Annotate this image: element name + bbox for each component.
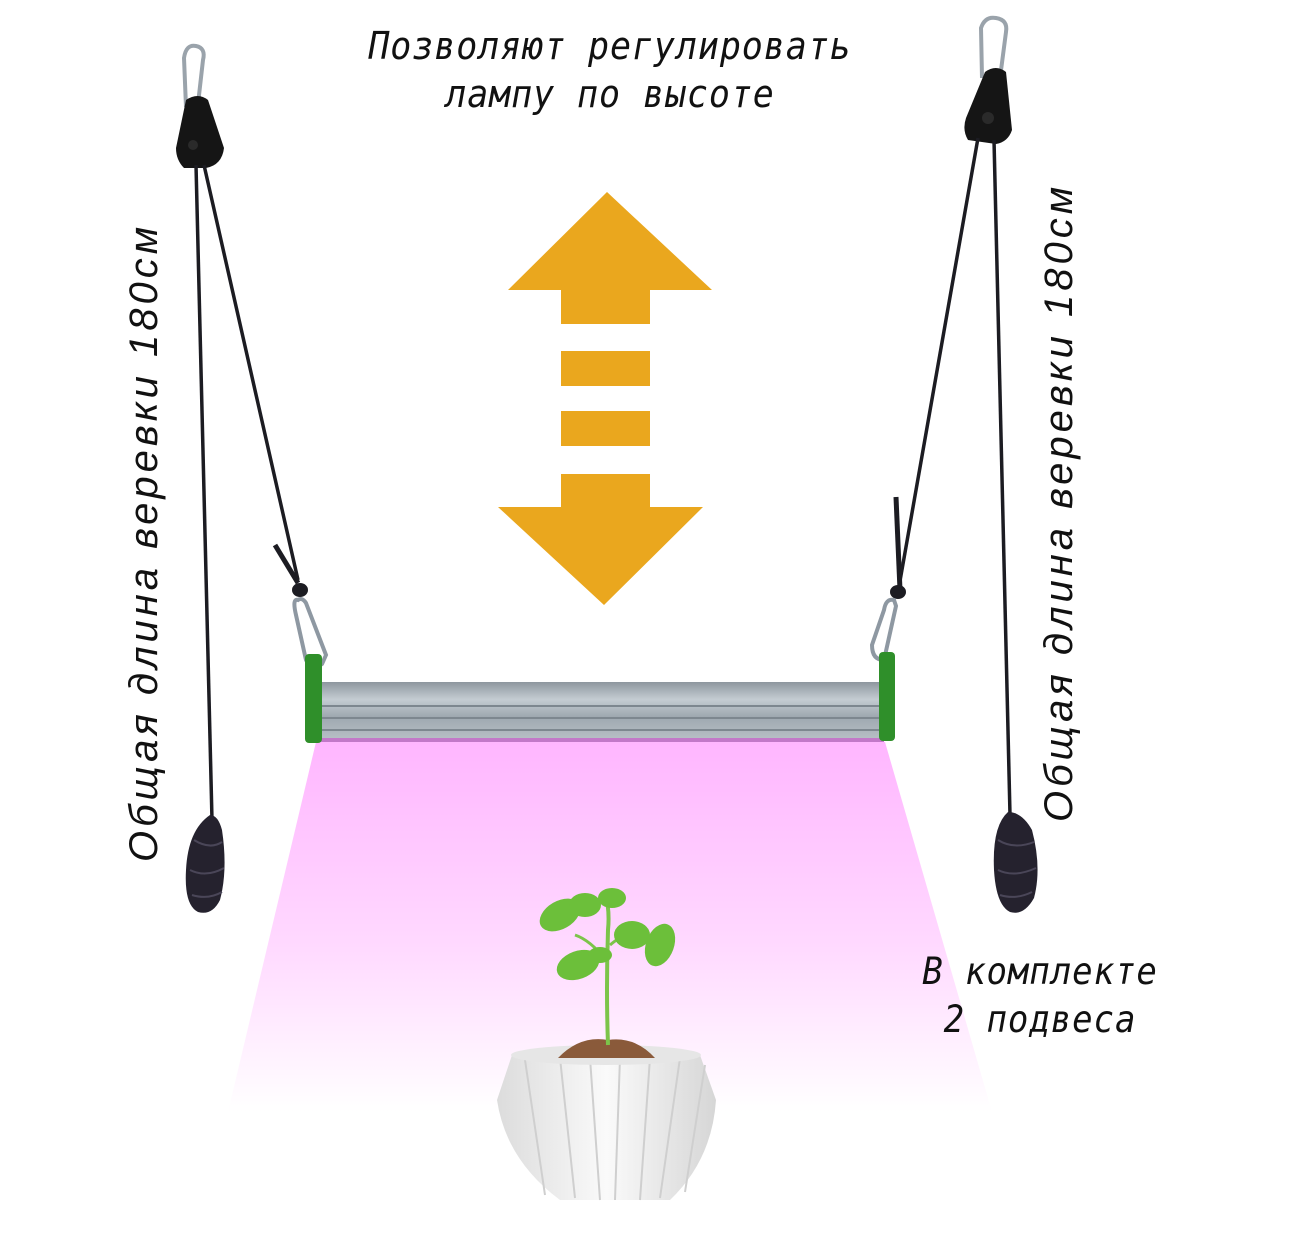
right-rope-lower bbox=[992, 139, 1012, 816]
soil bbox=[558, 1039, 655, 1058]
pot bbox=[497, 1055, 716, 1200]
left-pulley bbox=[176, 96, 224, 168]
right-rope-hanger bbox=[869, 15, 1038, 913]
left-rope-upper bbox=[202, 164, 300, 581]
height-adjust-caption-line-2: лампу по высоте bbox=[445, 72, 775, 116]
lamp-body bbox=[318, 682, 884, 740]
left-rope-coil bbox=[185, 815, 225, 913]
height-adjust-caption: Позволяют регулировать лампу по высоте bbox=[325, 22, 895, 118]
bundle-caption-line-2: 2 подвеса bbox=[943, 998, 1137, 1041]
led-grow-lamp bbox=[305, 652, 895, 743]
rope-length-caption-right: Общая длина веревки 180см bbox=[1037, 182, 1081, 822]
right-rope-coil bbox=[993, 812, 1038, 913]
bundle-caption: В комплекте 2 подвеса bbox=[893, 948, 1187, 1044]
right-rope-upper bbox=[895, 137, 980, 599]
lamp-end-cap-right bbox=[879, 652, 895, 741]
bundle-caption-line-1: В комплекте bbox=[922, 950, 1158, 993]
left-rope-lower bbox=[194, 164, 214, 821]
right-carabiner-top bbox=[978, 15, 1009, 79]
rope-length-caption-left: Общая длина веревки 180см bbox=[122, 222, 166, 862]
right-carabiner-bottom bbox=[869, 597, 899, 663]
left-rope-hanger bbox=[176, 43, 329, 913]
height-adjust-arrow-icon bbox=[498, 192, 712, 605]
potted-seedling bbox=[497, 888, 716, 1201]
left-carabiner-top bbox=[181, 43, 206, 108]
height-adjust-caption-line-1: Позволяют регулировать bbox=[368, 24, 852, 68]
right-pulley bbox=[964, 68, 1012, 144]
lamp-end-cap-left bbox=[305, 654, 322, 743]
